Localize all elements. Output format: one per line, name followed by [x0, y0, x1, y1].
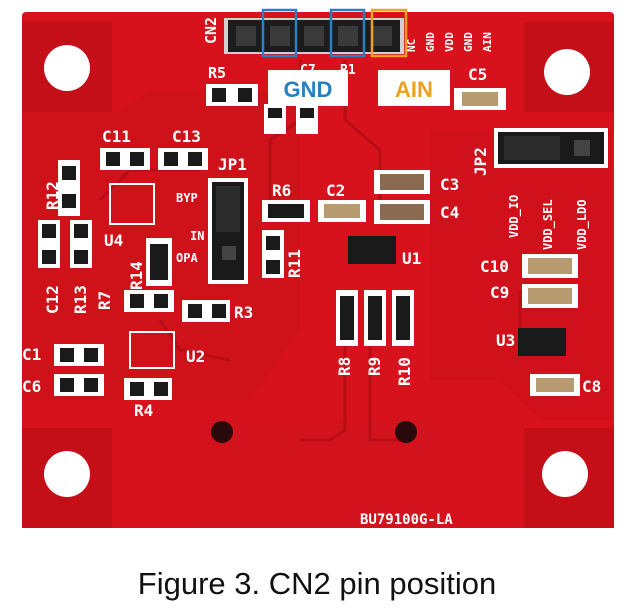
ref-C1: C1 [22, 345, 41, 364]
ref-C12: C12 [43, 285, 62, 314]
callouts: GND AIN [268, 70, 450, 106]
jp2-option: VDD_LDO [575, 199, 590, 250]
ref-C10: C10 [480, 257, 509, 276]
copper-pour [200, 420, 440, 528]
passives [38, 84, 580, 400]
ic-U4 [109, 183, 155, 225]
gnd-highlight-box [261, 8, 298, 58]
ref-C7: C7 [300, 63, 316, 78]
ref-C5: C5 [468, 65, 487, 84]
ref-R14: R14 [127, 261, 146, 290]
jp2-jumper [494, 128, 608, 168]
pin-label: AIN [481, 32, 494, 52]
ic-U1 [348, 236, 396, 264]
gnd-callout: GND [284, 77, 333, 102]
jp1-label: JP1 [218, 155, 247, 174]
ref-C13: C13 [172, 127, 201, 146]
via-hole [395, 421, 417, 443]
ref-C3: C3 [440, 175, 459, 194]
pin-label: NC [405, 39, 418, 52]
via-hole [211, 421, 233, 443]
pin-label: GND [462, 32, 475, 52]
gnd-highlight-box [329, 8, 366, 58]
ref-R10: R10 [395, 357, 414, 386]
jp2-label: JP2 [471, 147, 490, 176]
ic-U2 [129, 331, 175, 369]
ref-C2: C2 [326, 181, 345, 200]
mounting-hole [44, 45, 90, 91]
cn2-header [224, 8, 408, 58]
pcb-photo: GND AIN CN2 NC GND VDD GND AIN R5 C7 R1 … [22, 8, 614, 528]
pin-label: GND [424, 32, 437, 52]
ref-R7: R7 [95, 291, 114, 310]
mounting-hole [544, 49, 590, 95]
jp1-option: IN [190, 229, 204, 243]
ref-U3: U3 [496, 331, 515, 350]
ics [109, 183, 566, 369]
ref-R8: R8 [335, 357, 354, 376]
mounting-hole [44, 451, 90, 497]
mounting-holes [22, 22, 614, 528]
part-number: BU79100G-LA [360, 512, 453, 528]
ic-U3 [518, 328, 566, 356]
ref-R4: R4 [134, 401, 153, 420]
ref-R6: R6 [272, 181, 291, 200]
jp2-option: VDD_IO [507, 195, 522, 238]
ain-highlight-box [370, 8, 408, 58]
ain-callout: AIN [395, 77, 433, 102]
ref-U2: U2 [186, 347, 205, 366]
ref-C6: C6 [22, 377, 41, 396]
ref-U4: U4 [104, 231, 123, 250]
ref-R3: R3 [234, 303, 253, 322]
ref-R13: R13 [71, 285, 90, 314]
ref-R9: R9 [365, 357, 384, 376]
jp1-option: OPA [176, 251, 198, 265]
ref-C4: C4 [440, 203, 459, 222]
ref-U1: U1 [402, 249, 421, 268]
ref-C11: C11 [102, 127, 131, 146]
copper-pour [430, 130, 612, 420]
connector-label: CN2 [202, 17, 220, 44]
mounting-hole [542, 451, 588, 497]
ref-C9: C9 [490, 283, 509, 302]
ref-C8: C8 [582, 377, 601, 396]
figure-caption: Figure 3. CN2 pin position [137, 566, 497, 601]
ref-R1: R1 [340, 63, 356, 78]
silkscreen: CN2 NC GND VDD GND AIN R5 C7 R1 C5 C11 C… [22, 17, 601, 528]
jp1-option: BYP [176, 191, 198, 205]
ref-R11: R11 [285, 249, 304, 278]
ref-R12: R12 [43, 181, 62, 210]
jp1-jumper [208, 178, 248, 284]
ref-R5: R5 [208, 64, 226, 82]
pin-label: VDD [443, 32, 456, 52]
jp2-option: VDD_SEL [541, 199, 556, 250]
